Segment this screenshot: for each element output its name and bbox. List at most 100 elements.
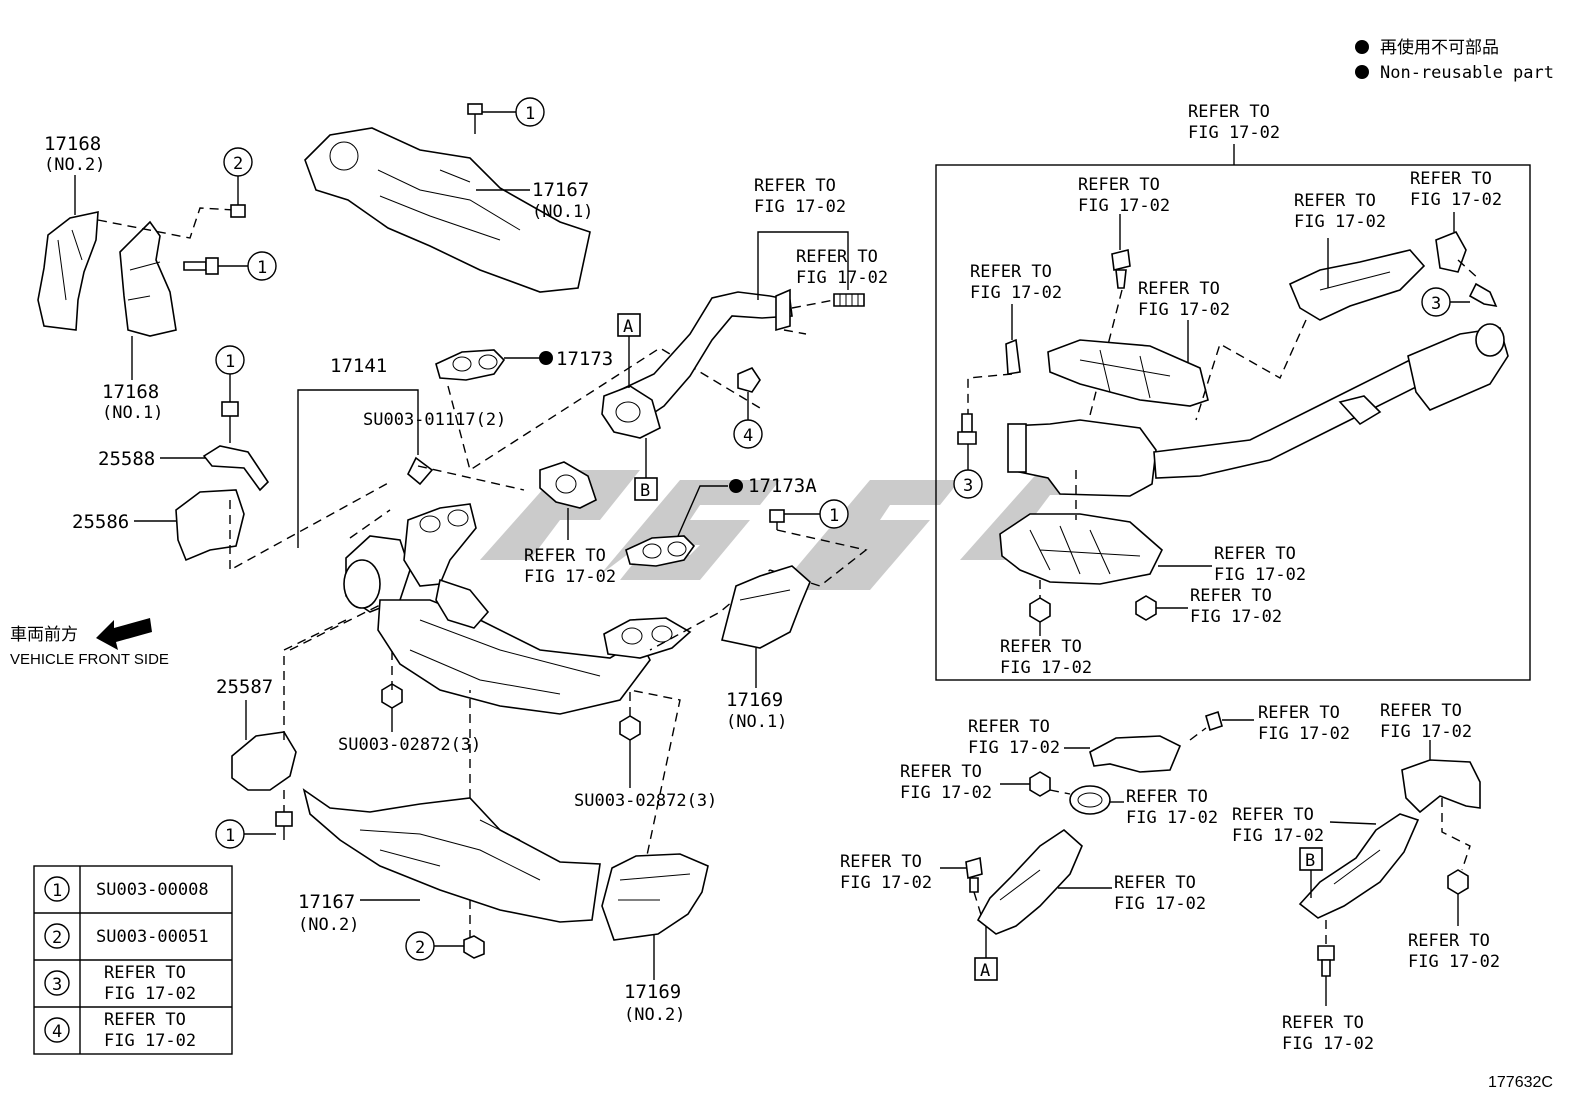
- refer-line1: REFER TO: [1380, 701, 1462, 721]
- part-number: 17173: [556, 348, 613, 370]
- part-number: 17169: [624, 981, 681, 1003]
- refer-line1: REFER TO: [1258, 703, 1340, 723]
- refer-line1: REFER TO: [1138, 279, 1220, 299]
- refer-line2: FIG 17-02: [1258, 724, 1350, 744]
- table-row: 1 SU003-00008: [44, 876, 209, 902]
- marker-3-icon: [44, 970, 70, 996]
- refer-line2: FIG 17-02: [1000, 658, 1092, 678]
- part-17173A: 17173A: [625, 475, 817, 567]
- front-pipe: REFER TO FIG 17-02 REFER TO FIG 17-02: [601, 176, 888, 439]
- marker-2-icon: [223, 147, 253, 177]
- marker-1-icon: [819, 499, 849, 529]
- refer-line1: REFER TO: [796, 247, 878, 267]
- nut-su02872-b: SU003-02872(3): [574, 689, 717, 861]
- part-number: 17168: [102, 381, 159, 403]
- direction-en: VEHICLE FRONT SIDE: [10, 651, 169, 668]
- svg-text:B: B: [1305, 851, 1315, 871]
- nut-su02872-a: SU003-02872(3): [289, 604, 481, 755]
- svg-text:A: A: [623, 317, 633, 337]
- refer-line1: REFER TO: [1188, 102, 1270, 122]
- part-number: 17173A: [748, 475, 817, 497]
- refer-line1: REFER TO: [1410, 169, 1492, 189]
- part-17173: 17173: [435, 348, 613, 381]
- svg-text:1: 1: [52, 881, 62, 901]
- marker-2-icon: [44, 923, 70, 949]
- legend-jp: 再使用不可部品: [1380, 37, 1499, 58]
- marker-A-icon: [974, 957, 998, 981]
- refer-line2: FIG 17-02: [1188, 123, 1280, 143]
- marker-1-icon: [215, 819, 245, 849]
- marker-1-icon: [44, 876, 70, 902]
- part-number: 25586: [72, 511, 129, 533]
- part-sub: (NO.1): [102, 403, 163, 423]
- vehicle-front-indicator: 車両前方 VEHICLE FRONT SIDE: [10, 618, 169, 668]
- marker-4-icon: [733, 419, 763, 449]
- part-number: 25588: [98, 448, 155, 470]
- refer-line1: REFER TO: [1282, 1013, 1364, 1033]
- table-row: 4 REFER TO FIG 17-02: [44, 1010, 196, 1051]
- part-sub: (NO.2): [624, 1005, 685, 1025]
- part-17169-no2: 17169 (NO.2): [601, 853, 709, 1025]
- refer-line1: REFER TO: [1078, 175, 1160, 195]
- refer-line1: REFER TO: [1114, 873, 1196, 893]
- svg-text:1: 1: [225, 826, 235, 846]
- refer-line1: REFER TO: [1214, 544, 1296, 564]
- svg-text:3: 3: [1431, 294, 1441, 314]
- refer-line2: FIG 17-02: [524, 567, 616, 587]
- svg-text:4: 4: [743, 426, 753, 446]
- part-17168-no2: 17168 (NO.2): [37, 133, 105, 331]
- refer-line1: REFER TO: [970, 262, 1052, 282]
- svg-text:3: 3: [963, 476, 973, 496]
- refer-line1: REFER TO: [754, 176, 836, 196]
- part-sub: (NO.1): [532, 202, 593, 222]
- refer-line2: FIG 17-02: [1214, 565, 1306, 585]
- figure-id: 177632C: [1488, 1074, 1553, 1091]
- svg-text:B: B: [640, 481, 650, 501]
- svg-text:2: 2: [233, 154, 243, 174]
- refer-line2: FIG 17-02: [1190, 607, 1282, 627]
- refer-line1: REFER TO: [840, 852, 922, 872]
- non-reusable-dot-icon: [729, 479, 743, 493]
- direction-jp: 車両前方: [10, 625, 78, 645]
- refer-line2: FIG 17-02: [1114, 894, 1206, 914]
- refer-line2: FIG 17-02: [1126, 808, 1218, 828]
- svg-text:3: 3: [52, 975, 62, 995]
- refer-line2: FIG 17-02: [1282, 1034, 1374, 1054]
- refer-line2: FIG 17-02: [1294, 212, 1386, 232]
- refer-line1: REFER TO: [1232, 805, 1314, 825]
- refer-line2: FIG 17-02: [1078, 196, 1170, 216]
- refer-line2: FIG 17-02: [1408, 952, 1500, 972]
- table-row: 3 REFER TO FIG 17-02: [44, 963, 196, 1004]
- part-number: 17169: [726, 689, 783, 711]
- part-sub: (NO.1): [726, 712, 787, 732]
- fastener-table: 1 SU003-00008 2 SU003-00051 3 REFER TO F…: [33, 865, 233, 1055]
- refer-line1: REFER TO: [1294, 191, 1376, 211]
- svg-text:REFER TO: REFER TO: [104, 963, 186, 983]
- refer-line2: FIG 17-02: [754, 197, 846, 217]
- bolt-callout-1-mid: 1: [649, 499, 868, 651]
- svg-text:1: 1: [257, 258, 267, 278]
- refer-line2: FIG 17-02: [900, 783, 992, 803]
- part-17141: 17141 SU003-01117(2): [297, 355, 692, 715]
- refer-line1: REFER TO: [968, 717, 1050, 737]
- legend: 再使用不可部品 Non-reusable part: [1355, 37, 1554, 83]
- refer-line2: FIG 17-02: [1410, 190, 1502, 210]
- part-25586: 25586: [72, 481, 391, 572]
- bolt-callout-2: 2: [223, 147, 253, 218]
- svg-text:SU003-00008: SU003-00008: [96, 880, 209, 900]
- marker-B-icon: [634, 477, 658, 501]
- svg-text:1: 1: [829, 506, 839, 526]
- nut-callout-4: 4: [733, 367, 763, 449]
- gasket-refer: REFER TO FIG 17-02: [524, 461, 616, 587]
- refer-line2: FIG 17-02: [1232, 826, 1324, 846]
- table-row: 2 SU003-00051: [44, 923, 209, 949]
- part-number: 17167: [298, 891, 355, 913]
- refer-line2: FIG 17-02: [1380, 722, 1472, 742]
- marker-1-icon: [247, 251, 277, 281]
- part-17168-no1: 17168 (NO.1): [102, 220, 177, 423]
- bolt-callout-1: 1: [183, 251, 277, 281]
- part-17169-no1: 17169 (NO.1): [721, 565, 811, 732]
- lower-right-assembly: REFER TO FIG 17-02 REFER TO FIG 17-02 RE…: [840, 701, 1500, 1054]
- part-bolt-number: SU003-01117(2): [363, 410, 506, 430]
